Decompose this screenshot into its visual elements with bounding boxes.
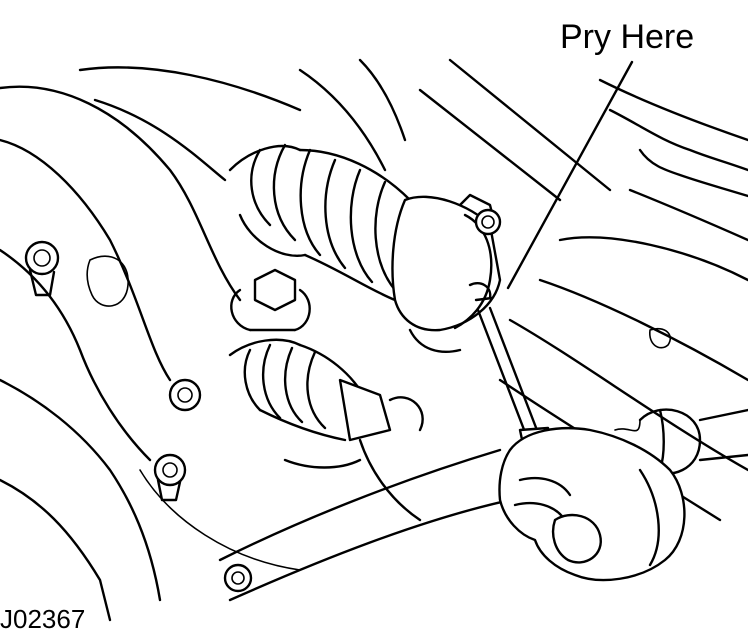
cv-boot-lower — [228, 338, 424, 522]
callout-leader — [506, 60, 634, 290]
hand — [498, 427, 686, 582]
side-panel-right — [498, 78, 748, 522]
subframe-left — [0, 85, 301, 622]
figure-id: J02367 — [0, 604, 86, 634]
chassis-upper — [78, 58, 612, 202]
callout-label-pry-here: Pry Here — [560, 18, 695, 56]
center-nut — [230, 268, 311, 332]
mounting-bolts-left — [24, 240, 202, 502]
cv-boot-upper — [228, 143, 412, 302]
joint-housing — [391, 193, 502, 353]
lower-arm — [218, 448, 512, 602]
